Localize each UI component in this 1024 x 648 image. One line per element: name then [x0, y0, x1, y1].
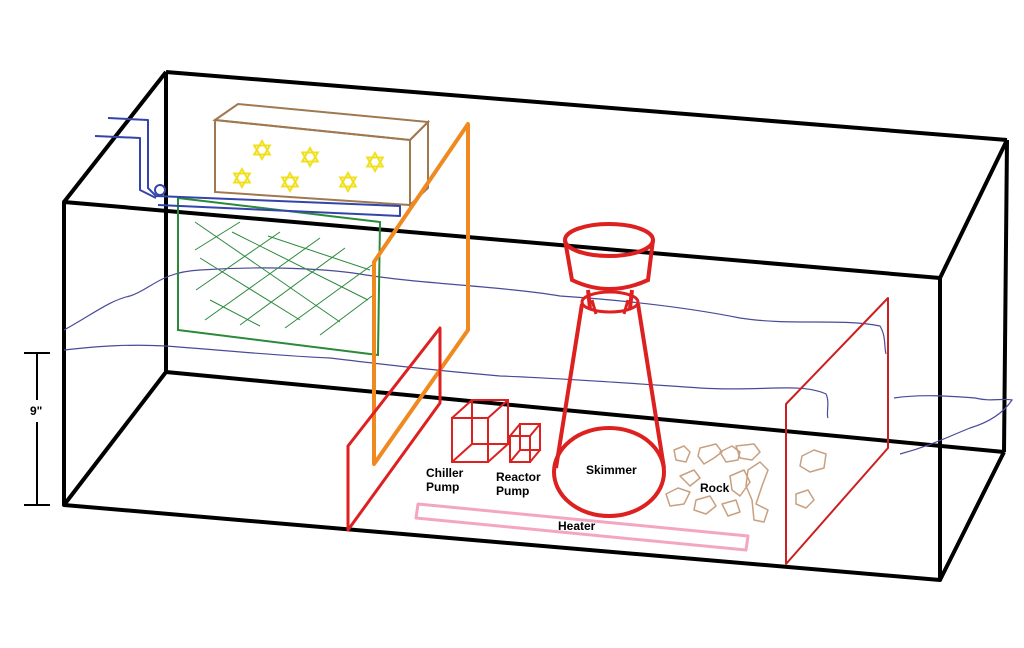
rock-pile [665, 443, 827, 523]
rock-label: Rock [700, 481, 730, 495]
star-icon [252, 139, 272, 161]
light-fixture [212, 102, 431, 208]
chiller-pump-label-line1: Chiller [426, 466, 464, 480]
rock [665, 487, 691, 507]
skimmer-neck-ring [580, 290, 640, 314]
baffle-red-left [346, 326, 442, 532]
tank-depth-top-right [938, 139, 1009, 279]
heater [414, 502, 750, 552]
rock [673, 445, 691, 463]
tank-depth-bottom-left [62, 370, 168, 507]
reactor-pump-label: Reactor Pump [496, 470, 541, 498]
reactor-pump [509, 423, 541, 463]
rock [721, 499, 741, 517]
tank-front-face [62, 200, 942, 582]
baffle-orange [372, 122, 470, 466]
water-depth-label: 9" [30, 404, 43, 418]
star-icon [365, 151, 385, 173]
baffle-red-right [785, 297, 889, 565]
star-icon [338, 171, 358, 193]
filter-mesh-lines [194, 221, 373, 336]
skimmer-body-left [554, 303, 584, 469]
chiller-pump-label: Chiller Pump [426, 466, 463, 494]
skimmer-base [552, 426, 666, 518]
reactor-pump-label-line2: Pump [496, 484, 530, 498]
light-fixture-side [409, 119, 429, 208]
skimmer-cup-neck-left [586, 289, 592, 309]
rock [697, 443, 723, 465]
tank-depth-bottom-right [938, 451, 1006, 581]
rock [799, 449, 827, 473]
rock [693, 495, 717, 515]
light-fixture-top [212, 102, 431, 142]
chiller-pump-back [471, 399, 509, 445]
tank-back-top-edge [165, 70, 1008, 142]
light-stars [232, 139, 385, 193]
chiller-pump [451, 399, 509, 463]
tank-back-right-edge [1002, 139, 1009, 453]
depth-marker [24, 352, 50, 506]
drain-pipe-inner [94, 135, 157, 199]
filter-mesh [177, 196, 382, 357]
water-line-right [893, 395, 1014, 455]
filter-frame [177, 196, 382, 357]
skimmer-body-right [636, 303, 666, 469]
chiller-pump-front [451, 417, 489, 463]
heater-label: Heater [558, 519, 596, 533]
drain-elbow [154, 184, 166, 196]
reactor-pump-label-line1: Reactor [496, 470, 541, 484]
rock [735, 443, 761, 461]
water-line [63, 267, 1014, 455]
rock [729, 469, 751, 497]
reactor-pump-back [519, 423, 541, 451]
chiller-pump-label-line2: Pump [426, 480, 460, 494]
drain-plumbing [94, 117, 401, 217]
drain-pipe-outer [107, 117, 401, 217]
water-line-back [63, 267, 887, 355]
tank-back-bottom-edge [165, 370, 1005, 454]
skimmer-label: Skimmer [586, 463, 637, 477]
skimmer [552, 222, 666, 518]
star-icon [232, 167, 252, 189]
rock [679, 469, 701, 487]
skimmer-cup-body [563, 239, 655, 291]
skimmer-neck-band [590, 299, 630, 315]
skimmer-cup-neck-right [628, 289, 634, 309]
rock [745, 461, 769, 523]
water-line-front [63, 344, 829, 419]
star-icon [300, 146, 320, 168]
rock [795, 489, 815, 509]
star-icon [280, 171, 300, 193]
tank-outline [62, 70, 1009, 582]
